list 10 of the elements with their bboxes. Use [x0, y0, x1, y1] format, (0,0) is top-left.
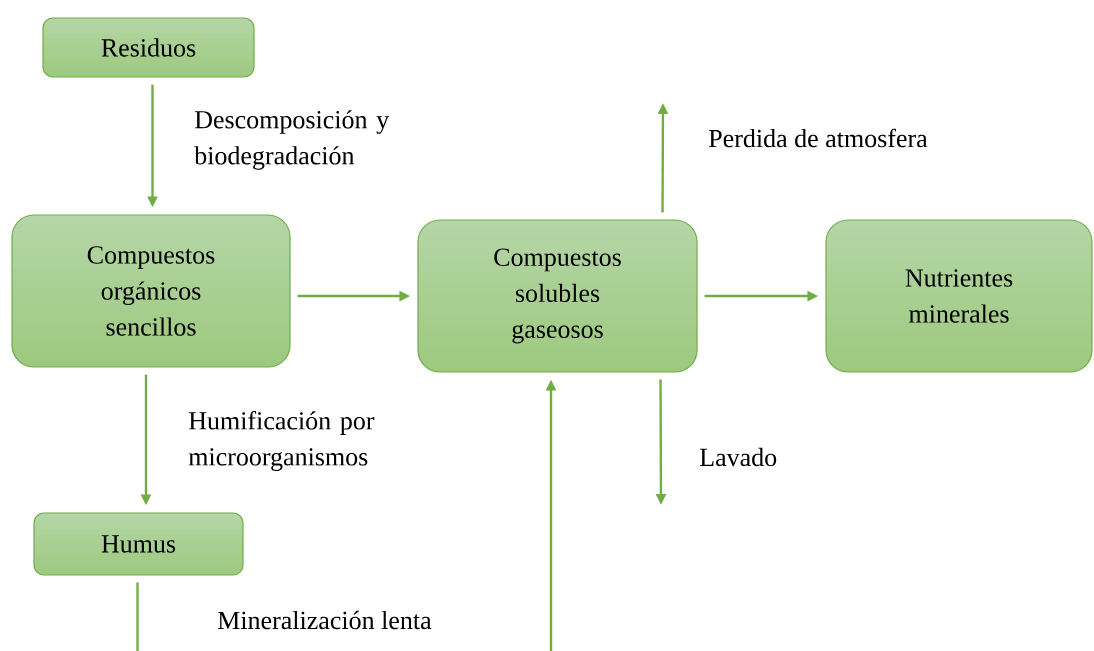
- edge-label: Lavado: [699, 447, 777, 467]
- process-box: Compuestos orgánicos sencillos: [11, 214, 291, 368]
- edge-label: Perdida de atmosfera: [708, 128, 928, 148]
- edge-label: Mineralización lenta: [217, 610, 432, 630]
- process-box: Compuestos solubles gaseosos: [417, 219, 698, 373]
- process-box: Residuos: [42, 17, 255, 78]
- process-box: Nutrientes minerales: [825, 219, 1093, 373]
- edge-label: Descomposición y biodegradación: [194, 110, 390, 170]
- edge-label: Humificación por microorganismos: [188, 411, 375, 471]
- process-box: Humus: [33, 512, 244, 576]
